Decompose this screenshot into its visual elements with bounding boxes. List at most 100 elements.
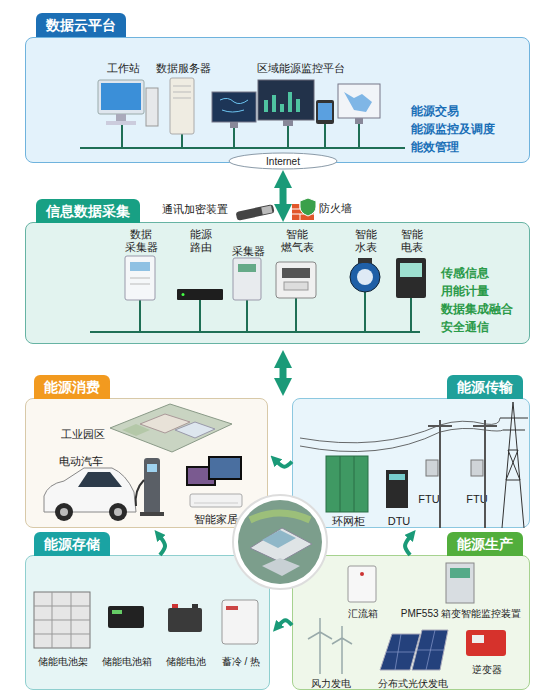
device-label: 智能家居 bbox=[194, 513, 238, 526]
tv-screen bbox=[188, 468, 214, 484]
device-label: 储能电池架 bbox=[38, 655, 88, 668]
wind-turbines bbox=[308, 618, 352, 674]
tv-set bbox=[186, 466, 216, 486]
feature-text: 传感信息 bbox=[441, 267, 489, 280]
car-body bbox=[44, 468, 136, 512]
tablet-body bbox=[316, 100, 334, 124]
inverter bbox=[466, 630, 506, 656]
pile-screen bbox=[147, 464, 157, 472]
car-wheel bbox=[109, 503, 127, 521]
hub-illustration bbox=[233, 495, 327, 589]
flow-arrow bbox=[280, 184, 287, 207]
firewall-shield bbox=[300, 198, 316, 216]
screen-stand bbox=[355, 118, 363, 124]
combiner-led bbox=[360, 572, 364, 576]
feature-text: 用能计量 bbox=[441, 285, 489, 298]
gas-counter bbox=[284, 282, 308, 290]
hub-building bbox=[262, 558, 300, 576]
monitor-device bbox=[446, 563, 474, 603]
combiner-box bbox=[348, 566, 376, 602]
brick-lines bbox=[292, 204, 314, 220]
section-box: 能源消费工业园区电动汽车智能家居 bbox=[25, 398, 268, 528]
device-label: 防火墙 bbox=[319, 202, 352, 215]
dashboard-bars bbox=[266, 92, 298, 112]
device-label: 储能电池箱 bbox=[102, 655, 152, 668]
section-tab: 能源生产 bbox=[447, 532, 523, 556]
hub-ring bbox=[233, 495, 327, 589]
section-tab: 数据云平台 bbox=[36, 13, 126, 37]
server-slots bbox=[173, 86, 191, 98]
device-label: 区域能源监控平台 bbox=[257, 62, 345, 75]
section-tab: 能源传输 bbox=[447, 375, 523, 399]
device-label: 电动汽车 bbox=[59, 455, 103, 468]
dashboard-screen bbox=[258, 80, 314, 120]
encryption-device bbox=[236, 204, 275, 221]
flow-arrow bbox=[279, 620, 292, 625]
device-label: 储能电池 bbox=[166, 655, 206, 668]
air-conditioner bbox=[190, 494, 242, 507]
network-ellipse: Internet bbox=[228, 152, 338, 170]
transmission-tower bbox=[500, 402, 528, 528]
device-label: 汇流箱 bbox=[348, 607, 378, 620]
section-box: 能源生产汇流箱PMF553 箱变智能监控装置风力发电分布式光伏发电逆变器 bbox=[292, 555, 530, 690]
battery-terminal bbox=[192, 604, 198, 608]
device-label: 通讯加密装置 bbox=[162, 203, 228, 216]
consumption-illustration bbox=[44, 404, 242, 521]
section-box: 能源存储储能电池架储能电池箱储能电池蓄冷 / 热 bbox=[25, 555, 270, 690]
water-dial bbox=[357, 269, 373, 285]
park-lawn bbox=[122, 424, 150, 436]
panel-grid bbox=[386, 630, 444, 670]
data-exchange-arrow bbox=[280, 364, 287, 381]
hub-roof bbox=[262, 530, 296, 548]
charging-cable bbox=[136, 480, 144, 506]
production-illustration bbox=[308, 563, 506, 674]
device-label: 工业园区 bbox=[61, 428, 105, 441]
ftu-box bbox=[426, 460, 438, 476]
flow-arrow bbox=[160, 537, 165, 555]
monitor-base bbox=[106, 121, 136, 125]
charging-pile bbox=[144, 458, 160, 514]
device-label: 工作站 bbox=[107, 62, 140, 75]
device-label: DTU bbox=[388, 515, 411, 528]
hub-building bbox=[250, 528, 312, 562]
section-box: 能源传输环网柜DTUFTUFTU bbox=[292, 398, 530, 528]
rack-grid bbox=[34, 592, 90, 648]
router-led bbox=[182, 293, 185, 296]
tv-screen bbox=[210, 458, 240, 478]
device-label: 智能 燃气表 bbox=[281, 228, 314, 254]
park-building bbox=[175, 422, 215, 438]
feature-text: 能效管理 bbox=[411, 141, 459, 154]
hub-trees bbox=[250, 513, 310, 520]
storage-illustration bbox=[34, 592, 258, 648]
network-bus bbox=[90, 292, 420, 332]
feature-text: 能源监控及调度 bbox=[411, 123, 495, 136]
section-tab: 信息数据采集 bbox=[36, 199, 140, 223]
car-window bbox=[78, 472, 122, 487]
device-label: 能源 路由 bbox=[190, 228, 212, 254]
monitor-frame bbox=[98, 80, 144, 114]
battery bbox=[168, 608, 202, 632]
device-screen bbox=[450, 568, 470, 578]
network-ellipse-shape bbox=[229, 153, 337, 169]
device-label: 环网柜 bbox=[332, 515, 365, 528]
section-tab: 能源消费 bbox=[34, 375, 110, 399]
collector-screen bbox=[130, 262, 150, 271]
device-label: 风力发电 bbox=[311, 677, 351, 690]
map-lines bbox=[220, 98, 248, 112]
battery-terminal bbox=[172, 604, 178, 608]
device-label: 智能 水表 bbox=[355, 228, 377, 254]
dtu-box bbox=[386, 470, 408, 508]
feature-text: 能源交易 bbox=[411, 105, 459, 118]
cabinet-doors bbox=[340, 456, 354, 512]
industrial-park bbox=[110, 404, 232, 452]
meter-screen bbox=[238, 264, 256, 272]
electric-meter bbox=[396, 258, 426, 298]
device-label: 数据服务器 bbox=[156, 62, 211, 75]
data-collector bbox=[125, 256, 155, 300]
thermal-storage bbox=[222, 600, 258, 644]
network-bus bbox=[80, 124, 405, 148]
device-body bbox=[236, 204, 275, 221]
flow-arrow bbox=[405, 537, 410, 555]
flow-arrow bbox=[277, 462, 292, 467]
